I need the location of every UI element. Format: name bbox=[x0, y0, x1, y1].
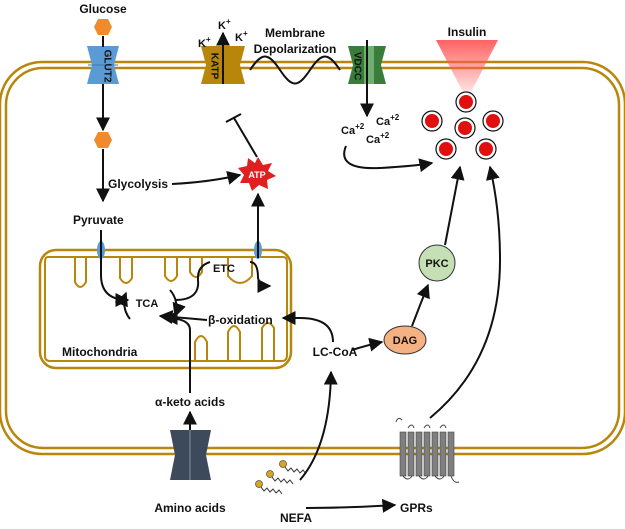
svg-text:Ca+2: Ca+2 bbox=[366, 131, 390, 146]
atp-label: ATP bbox=[248, 170, 265, 180]
glut2-label: GLUT2 bbox=[101, 50, 112, 83]
calcium-labels: Ca+2 Ca+2 Ca+2 bbox=[341, 113, 400, 146]
glucose-label: Glucose bbox=[79, 2, 127, 16]
amino-acid-channel-icon bbox=[170, 430, 211, 480]
beta-oxidation-label: β-oxidation bbox=[208, 313, 273, 327]
gpr-receptor-icon bbox=[395, 417, 460, 483]
glucose-hexagon-icon bbox=[94, 132, 112, 148]
vdcc-label: VDCC bbox=[351, 52, 362, 80]
atp-burst-icon bbox=[238, 157, 276, 191]
insulin-label: Insulin bbox=[448, 25, 487, 39]
granule-icon bbox=[482, 110, 504, 132]
dag-label: DAG bbox=[393, 335, 417, 347]
depolarization-label: Depolarization bbox=[254, 42, 337, 56]
granule-icon bbox=[421, 110, 443, 132]
pkc-label: PKC bbox=[425, 258, 448, 270]
etc-label: ETC bbox=[213, 263, 235, 275]
depolarization-wave bbox=[249, 55, 341, 85]
katp-label: KATP bbox=[208, 53, 219, 80]
nefa-label: NEFA bbox=[280, 511, 312, 525]
svg-text:K+: K+ bbox=[198, 35, 211, 50]
alpha-keto-acids-label: α-keto acids bbox=[155, 395, 225, 409]
granule-icon bbox=[475, 138, 497, 160]
svg-text:Ca+2: Ca+2 bbox=[376, 113, 400, 128]
pkc-node bbox=[418, 244, 456, 282]
granule-icon bbox=[454, 117, 476, 139]
tca-cycle-arrow bbox=[169, 289, 186, 318]
lc-coa-label: LC-CoA bbox=[313, 345, 358, 359]
membrane-label: Membrane bbox=[265, 26, 325, 40]
glycolysis-label: Glycolysis bbox=[108, 177, 168, 191]
tca-label: TCA bbox=[136, 298, 159, 310]
pathway-arrows bbox=[96, 31, 502, 513]
svg-text:K+: K+ bbox=[235, 29, 248, 44]
amino-acids-label: Amino acids bbox=[154, 501, 226, 515]
granule-icon bbox=[435, 138, 457, 160]
glut2-transporter-icon bbox=[87, 46, 119, 84]
mitochondria-label: Mitochondria bbox=[62, 345, 138, 359]
insulin-release-icon bbox=[436, 40, 498, 100]
granule-icon bbox=[455, 91, 477, 113]
svg-text:Ca+2: Ca+2 bbox=[341, 122, 365, 137]
glucose-hexagon-icon bbox=[94, 19, 112, 35]
k-plus-labels: K+ K+ K+ bbox=[198, 17, 248, 50]
mitochondria-icon bbox=[38, 248, 293, 370]
insulin-granules bbox=[421, 91, 504, 160]
dag-node bbox=[383, 325, 427, 355]
tca-cycle-arrow bbox=[114, 291, 131, 320]
pyruvate-label: Pyruvate bbox=[73, 213, 124, 227]
svg-text:K+: K+ bbox=[218, 17, 231, 32]
nefa-molecules-icon bbox=[255, 460, 307, 495]
gprs-label: GPRs bbox=[400, 501, 433, 515]
